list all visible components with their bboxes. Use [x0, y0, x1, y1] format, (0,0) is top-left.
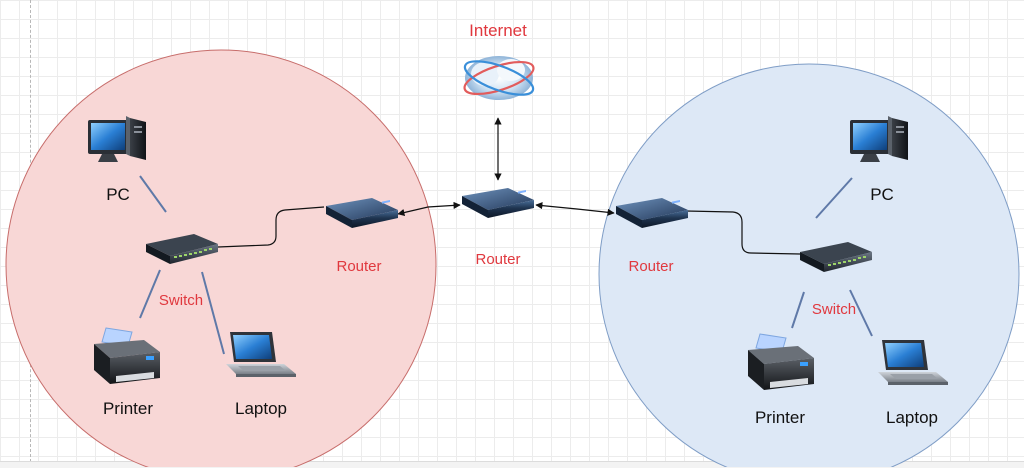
right-pc-label: PC: [870, 185, 894, 204]
page-border-bottom: [0, 461, 1024, 468]
internet-cloud-icon[interactable]: [461, 54, 537, 101]
left-switch-label: Switch: [159, 292, 203, 309]
link-left-switch-printer[interactable]: [139, 269, 161, 319]
link-left-pc-switch[interactable]: [139, 175, 167, 213]
central-router-icon[interactable]: [462, 188, 534, 218]
link-right-switch-laptop[interactable]: [849, 289, 873, 337]
link-left-switch-router[interactable]: [217, 206, 325, 248]
left-pc-label: PC: [106, 185, 130, 204]
right-laptop-label: Laptop: [886, 408, 938, 427]
left-router-label: Router: [336, 258, 381, 275]
link-right-pc-switch[interactable]: [815, 177, 853, 219]
link-left-router-central-router[interactable]: [397, 201, 461, 217]
link-central-router-right-router[interactable]: [535, 202, 615, 216]
internet-label: Internet: [469, 21, 527, 40]
link-right-switch-printer[interactable]: [791, 291, 805, 329]
right-printer-label: Printer: [755, 408, 805, 427]
link-left-switch-laptop[interactable]: [201, 271, 225, 355]
left-printer-label: Printer: [103, 399, 153, 418]
link-right-router-switch[interactable]: [685, 210, 801, 255]
left-laptop-label: Laptop: [235, 399, 287, 418]
right-switch-label: Switch: [812, 301, 856, 318]
central-router-label: Router: [475, 251, 520, 268]
right-router-label: Router: [628, 258, 673, 275]
